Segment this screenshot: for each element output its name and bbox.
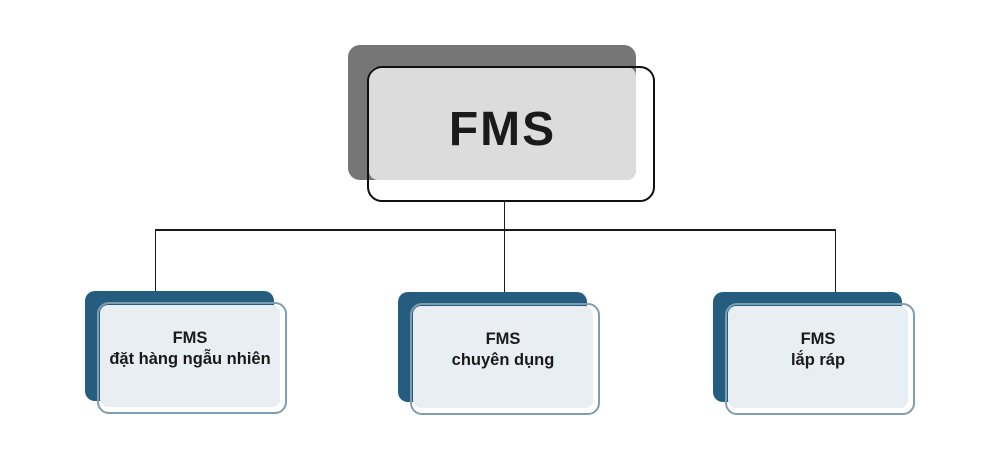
connector-root-stub xyxy=(503,200,505,230)
child-node-label: FMS chuyên dụng xyxy=(452,329,555,371)
child-node-outline xyxy=(725,303,915,415)
child-node-label-line1: FMS xyxy=(172,329,208,347)
child-node-card: FMS lắp ráp xyxy=(728,306,908,408)
connector-right-stub xyxy=(834,229,836,293)
child-node-card: FMS chuyên dụng xyxy=(413,306,593,408)
connector-middle-stub xyxy=(503,229,505,293)
child-node-card: FMS đặt hàng ngẫu nhiên xyxy=(100,305,280,407)
child-node-label-line1: FMS xyxy=(800,330,836,348)
child-node-outline xyxy=(410,303,600,415)
child-node-label-line2: chuyên dụng xyxy=(451,351,555,369)
child-node-label: FMS lắp ráp xyxy=(791,329,845,371)
root-node-card: FMS xyxy=(369,67,636,180)
root-node: FMS xyxy=(348,45,660,205)
root-node-outline xyxy=(367,66,655,202)
connector-left-stub xyxy=(154,229,156,293)
child-node-assembly: FMS lắp ráp xyxy=(713,292,919,418)
child-node-label: FMS đặt hàng ngẫu nhiên xyxy=(109,328,270,370)
child-node-outline xyxy=(97,302,287,414)
child-node-label-line2: đặt hàng ngẫu nhiên xyxy=(109,350,271,368)
child-node-label-line1: FMS xyxy=(485,330,521,348)
connector-horizontal-bar xyxy=(154,229,836,231)
child-node-random-order: FMS đặt hàng ngẫu nhiên xyxy=(85,291,291,417)
child-node-label-line2: lắp ráp xyxy=(790,351,846,369)
child-node-dedicated: FMS chuyên dụng xyxy=(398,292,604,418)
root-node-label: FMS xyxy=(448,103,557,156)
